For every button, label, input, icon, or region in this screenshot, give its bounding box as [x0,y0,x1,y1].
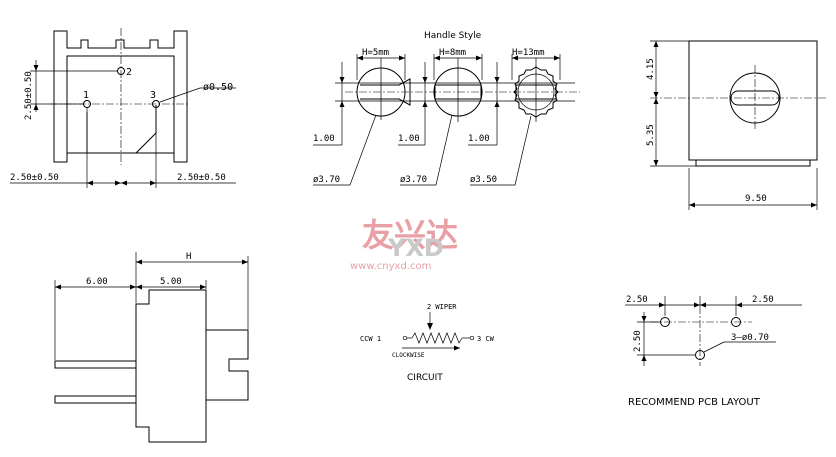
watermark-url: www.cnyxd.com [350,261,431,272]
hole-dia-label: ø0.50 [203,82,233,93]
vertical-pitch-dim: 2.50±0.50 [24,71,34,120]
handle2-slot-dim: 1.00 [398,134,420,144]
handle1-dia: ø3.70 [313,175,340,185]
pin1-label: 1 [83,90,89,101]
side-dim-h: H [186,252,191,262]
handle2-dia: ø3.70 [400,175,427,185]
resistor-symbol [411,332,463,344]
pcb-title: RECOMMEND PCB LAYOUT [628,397,761,408]
circuit: 2 WIPER CCW 1 3 CW CLOCKWISE CIRCUIT [360,303,495,383]
wiper-label: 2 WIPER [427,303,457,311]
pcb-hole-label: 3—ø0.70 [731,333,769,343]
pcb-layout: 2.50 2.50 2.50 3—ø0.70 RECOMMEND PCB LAY… [625,295,802,408]
handle-h8-label: H=8mm [439,48,466,58]
handle-h13-label: H=13mm [512,48,545,58]
pin3-hole [152,100,160,108]
watermark-logo: YXD [387,234,444,262]
watermark-cn: 友兴达 [362,216,458,254]
pcb-dim-left: 2.50 [626,295,648,305]
pin3-label: 3 [150,90,156,101]
handle1-slot-dim: 1.00 [313,134,335,144]
side-dim-6: 6.00 [86,277,108,287]
handle3-slot-dim: 1.00 [468,134,490,144]
pin2-label: 2 [126,67,132,78]
handle-style: Handle Style H=5mm 1.00 ø3.70 H=8mm [313,31,580,186]
side-dim-5: 5.00 [160,277,182,287]
right-pitch-dim: 2.50±0.50 [177,173,226,183]
pcb-dim-vert: 2.50 [633,330,643,352]
top-view: 2 1 3 ø0.50 2.50±0.50 2.50±0.50 2.50±0.5… [10,28,236,188]
handle-style-title: Handle Style [424,31,482,41]
watermark: 友兴达 YXD www.cnyxd.com [350,216,458,272]
front-dim-bottom: 5.35 [646,124,656,146]
left-pitch-dim: 2.50±0.50 [10,173,59,183]
pcb-dim-right: 2.50 [752,295,774,305]
front-view: 4.15 5.35 9.50 [646,40,826,210]
handle-h5-label: H=5mm [362,48,389,58]
circuit-title: CIRCUIT [407,373,443,383]
handle3-dia: ø3.50 [470,175,497,185]
clockwise-label: CLOCKWISE [392,352,425,359]
cw-label: 3 CW [477,335,495,343]
front-dim-top: 4.15 [646,58,656,80]
side-view: H 6.00 5.00 [54,252,249,443]
front-dim-width: 9.50 [745,194,767,204]
ccw-label: CCW 1 [360,335,381,343]
